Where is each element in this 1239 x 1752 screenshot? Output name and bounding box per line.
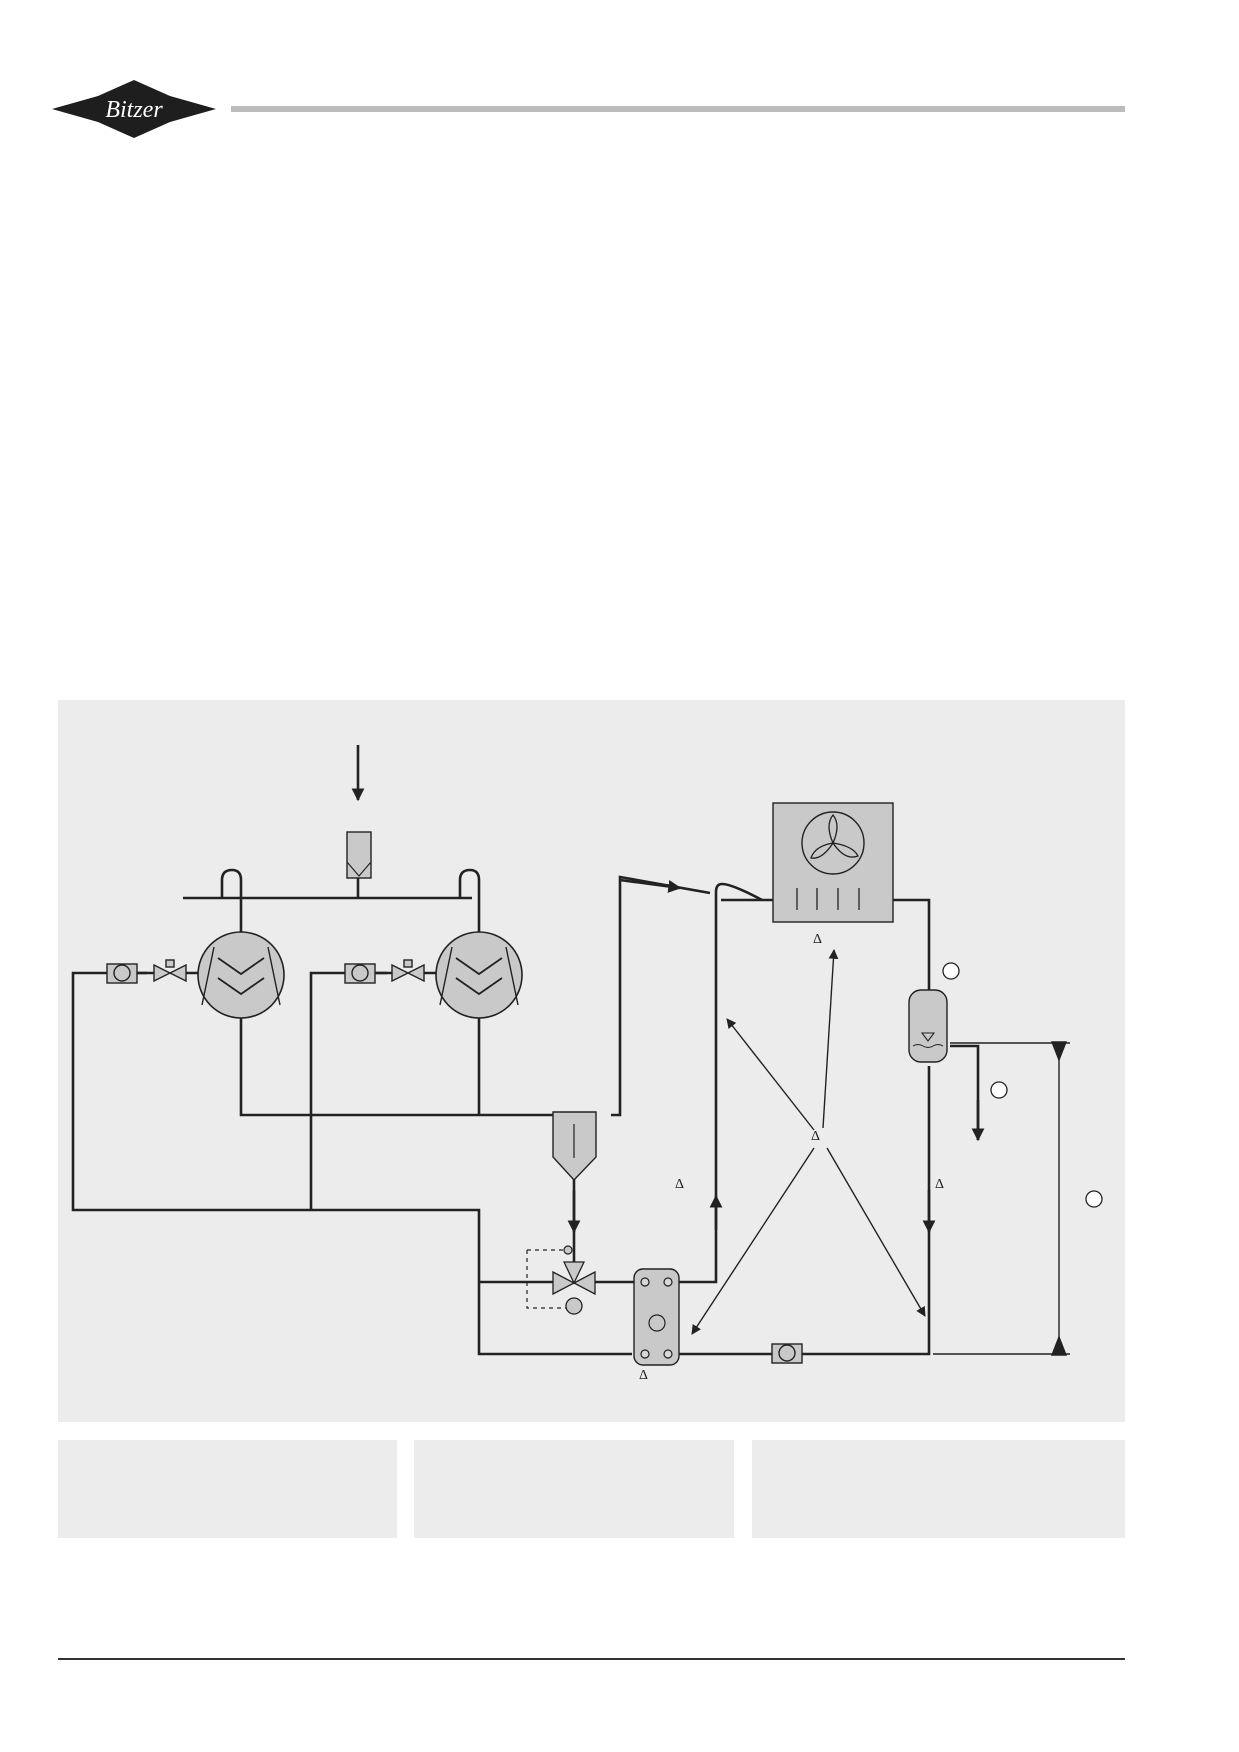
- compressor-icon: [435, 931, 523, 1019]
- diagram-panel: [58, 700, 1125, 1422]
- sight-glass-icon: [106, 963, 138, 984]
- shutoff-valve-icon: [153, 959, 187, 983]
- reference-circle: [990, 1081, 1008, 1099]
- condenser-fan-icon: [772, 802, 894, 923]
- legend-box: [752, 1440, 1125, 1538]
- delta-label: Δ: [639, 1368, 648, 1383]
- compressor-icon: [197, 931, 285, 1019]
- header-rule: [231, 106, 1125, 112]
- shutoff-valve-icon: [391, 959, 425, 983]
- oil-separator-icon: [552, 1111, 597, 1182]
- filter-drier-icon: [346, 831, 372, 879]
- legend-box: [58, 1440, 397, 1538]
- sight-glass-icon: [344, 963, 376, 984]
- delta-label: Δ: [935, 1177, 944, 1192]
- sight-glass-icon: [771, 1343, 803, 1364]
- footer-rule: [58, 1658, 1125, 1660]
- flow-arrows: [351, 745, 985, 1234]
- logo-wordmark: Bitzer: [105, 97, 163, 123]
- expansion-valve-icon: [526, 1245, 596, 1315]
- receiver-icon: [908, 989, 948, 1063]
- bitzer-logo: Bitzer: [52, 80, 216, 138]
- delta-label: Δ: [675, 1177, 684, 1192]
- legend-box: [414, 1440, 734, 1538]
- heat-exchanger-icon: [633, 1268, 680, 1366]
- delta-label: Δ: [811, 1129, 820, 1144]
- reference-circle: [942, 962, 960, 980]
- reference-circles: [942, 962, 1103, 1208]
- delta-label: Δ: [813, 932, 822, 947]
- height-dimension: [933, 1041, 1070, 1356]
- pressure-drop-arrows: [691, 949, 926, 1335]
- piping: [71, 868, 980, 1356]
- reference-circle: [1085, 1190, 1103, 1208]
